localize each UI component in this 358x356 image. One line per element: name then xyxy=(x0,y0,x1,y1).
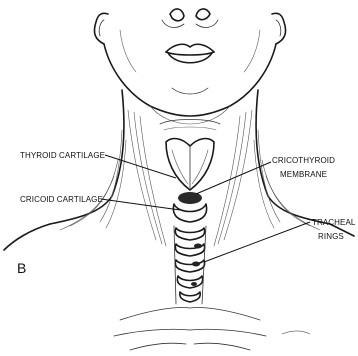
label-cricothyroid-line2: MEMBRANE xyxy=(280,170,327,179)
label-tracheal-line1: TRACHEAL xyxy=(312,218,356,227)
label-cricothyroid-line1: CRICOTHYROID xyxy=(272,156,335,165)
label-tracheal-line2: RINGS xyxy=(318,232,344,241)
panel-letter: B xyxy=(17,260,26,276)
label-thyroid-cartilage: THYROID CARTILAGE xyxy=(20,151,105,160)
label-cricoid-cartilage: CRICOID CARTILAGE xyxy=(20,195,103,204)
